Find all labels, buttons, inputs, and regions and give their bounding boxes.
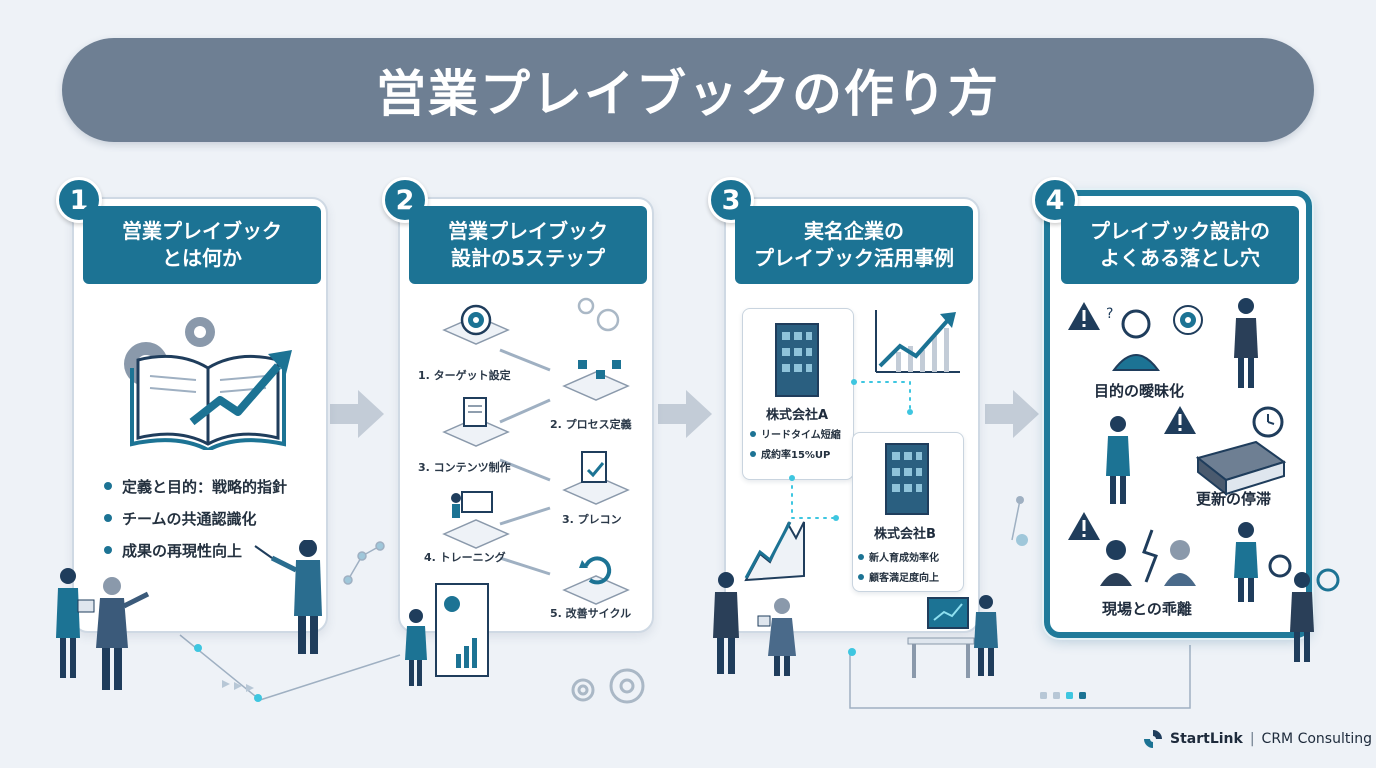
section-heading-3: 実名企業の プレイブック活用事例 — [735, 206, 973, 284]
meeting-people-illustration — [713, 572, 796, 676]
pitfalls-illustrations: ? — [1068, 298, 1340, 662]
process-icon — [578, 360, 621, 379]
pitfall-label-2: 更新の停滞 — [1196, 490, 1272, 508]
dusty-book-icon — [1195, 440, 1287, 497]
target-icon — [1173, 305, 1203, 335]
company-b-name: 株式会社B — [874, 527, 936, 542]
company-a-item-text: リードタイム短縮 — [761, 430, 841, 441]
warning-icon — [1068, 512, 1100, 540]
office-building-icon — [775, 323, 819, 397]
target-icon — [460, 304, 492, 336]
section-heading-1-line2: とは何か — [162, 246, 242, 270]
brand-separator: | — [1249, 731, 1255, 747]
bullet-dot-icon — [104, 546, 112, 554]
person-icon — [1234, 298, 1258, 388]
warning-icon — [1068, 302, 1100, 330]
bullet-dot-icon — [104, 514, 112, 522]
company-b-item: 新人育成効率化 — [858, 549, 939, 564]
startlink-logo-icon — [1144, 730, 1162, 748]
bullet-dot-icon — [750, 430, 756, 437]
person-icon — [1106, 416, 1130, 504]
playbook-book-icon — [124, 317, 292, 450]
business-people-illustration-1 — [56, 540, 322, 690]
section-heading-2: 営業プレイブック 設計の5ステップ — [409, 206, 647, 284]
warning-icon — [1164, 406, 1196, 434]
section-heading-4-line1: プレイブック設計の — [1090, 219, 1270, 243]
step-label-4: 4. トレーニング — [424, 551, 506, 564]
section-heading-1: 営業プレイブック とは何か — [83, 206, 321, 284]
pitfall-label-1: 目的の曖昧化 — [1094, 382, 1185, 400]
bullet-dot-icon — [858, 553, 864, 560]
section-heading-2-line1: 営業プレイブック — [448, 219, 608, 243]
bullet-dot-icon — [104, 482, 112, 490]
step-label-3b: 3. プレコン — [562, 513, 622, 526]
brand-tagline: CRM Consulting — [1261, 731, 1372, 747]
step-label-3: 3. コンテンツ制作 — [418, 461, 511, 474]
page-title: 営業プレイブックの作り方 — [376, 65, 1000, 123]
svg-text:?: ? — [1106, 306, 1113, 322]
step-label-5: 5. 改善サイクル — [550, 607, 632, 620]
person-icon — [96, 577, 150, 690]
person-icon — [1100, 540, 1132, 586]
title-banner: 営業プレイブックの作り方 — [62, 38, 1314, 142]
person-icon — [1234, 522, 1258, 602]
company-a-item: 成約率15%UP — [750, 446, 830, 461]
investigator-person-icon — [1268, 554, 1340, 662]
company-b-item-text: 新人育成効率化 — [869, 553, 939, 564]
person-icon — [254, 540, 322, 654]
checklist-icon — [581, 451, 607, 483]
clock-icon — [1252, 406, 1284, 438]
step-label-1: 1. ターゲット設定 — [418, 369, 511, 382]
company-a-item: リードタイム短縮 — [750, 426, 841, 441]
five-step-flow-diagram — [442, 297, 630, 605]
step-label-2: 2. プロセス定義 — [550, 418, 632, 431]
section-heading-1-line1: 営業プレイブック — [122, 219, 282, 243]
section-heading-2-line2: 設計の5ステップ — [451, 246, 605, 270]
list-item: 成果の再現性向上 — [104, 534, 287, 566]
pitfall-label-3: 現場との乖離 — [1102, 600, 1192, 618]
confused-person-icon — [1112, 309, 1160, 371]
office-building-icon — [885, 443, 929, 515]
brand-name: StartLink — [1170, 731, 1243, 747]
list-item: 定義と目的：戦略的指針 — [104, 470, 287, 502]
section-heading-3-line1: 実名企業の — [804, 219, 904, 243]
company-a-name: 株式会社A — [766, 408, 829, 423]
rising-chart-icon — [744, 521, 805, 582]
desk-worker-illustration — [907, 595, 998, 678]
bullet-dot-icon — [750, 450, 756, 457]
company-b-item: 顧客満足度向上 — [858, 569, 939, 584]
presenter-with-board-illustration — [405, 583, 489, 686]
refresh-cycle-icon — [579, 556, 612, 585]
person-icon — [1164, 540, 1196, 586]
bullet-dot-icon — [858, 573, 864, 580]
presentation-icon — [451, 491, 493, 518]
person-icon — [56, 568, 95, 678]
growth-chart-icon — [875, 310, 960, 373]
list-item: チームの共通認識化 — [104, 502, 287, 534]
bullet-text: 定義と目的：戦略的指針 — [122, 477, 288, 496]
company-b-item-text: 顧客満足度向上 — [869, 573, 939, 584]
brand-footer: StartLink | CRM Consulting — [1142, 728, 1372, 750]
case-study-decorations — [744, 310, 960, 582]
bullet-text: 成果の再現性向上 — [122, 541, 243, 560]
section-heading-4-line2: よくある落とし穴 — [1100, 246, 1260, 270]
section-heading-3-line2: プレイブック活用事例 — [754, 246, 954, 270]
section-1-bullet-list: 定義と目的：戦略的指針 チームの共通認識化 成果の再現性向上 — [104, 470, 287, 566]
bullet-text: チームの共通認識化 — [122, 509, 257, 528]
company-a-item-text: 成約率15%UP — [761, 450, 831, 461]
section-heading-4: プレイブック設計の よくある落とし穴 — [1061, 206, 1299, 284]
document-icon — [463, 397, 487, 427]
